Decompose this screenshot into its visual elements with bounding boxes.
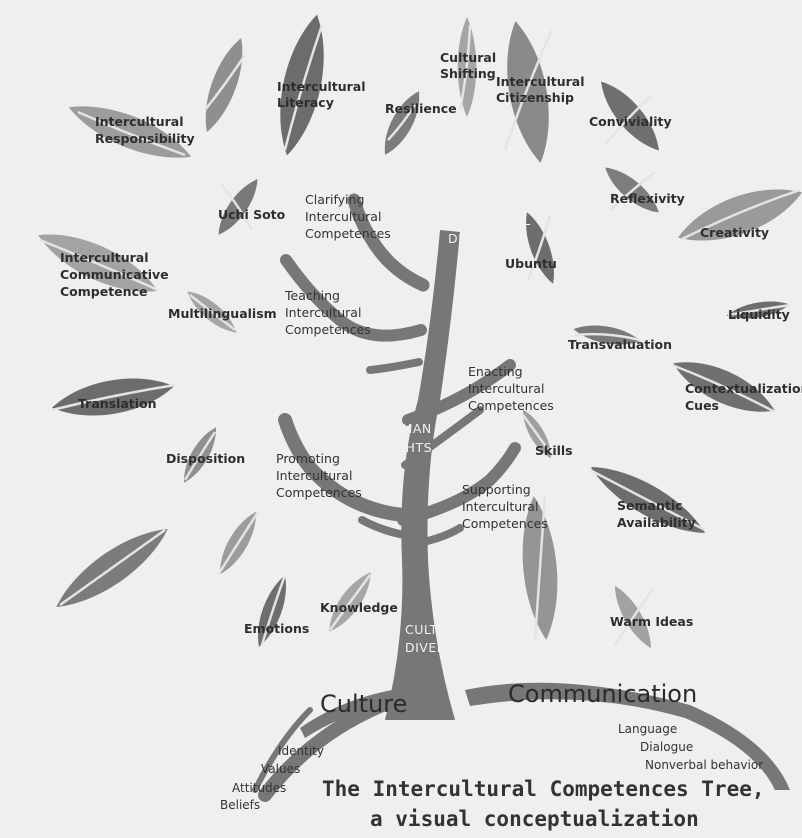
leaf-label-contextualization-cues: Cues [685, 398, 719, 413]
leaf-label-intercultural-literacy: Literacy [277, 95, 334, 110]
leaf-label-creativity: Creativity [700, 225, 769, 240]
leaf-label-warm-ideas: Warm Ideas [610, 614, 693, 629]
leaf-label-skills: Skills [535, 443, 573, 458]
title-line-1: The Intercultural Competences Tree, [322, 777, 765, 801]
leaf-label-cultural-shifting: Cultural [440, 50, 496, 65]
leaf-label-disposition: Disposition [166, 451, 245, 466]
branch-label-supporting: Competences [462, 516, 548, 531]
leaf-label-intercultural-responsibility: Intercultural [95, 114, 184, 129]
leaf-label-semantic-availability: Semantic [617, 498, 683, 513]
leaf-label-intercultural-responsibility: Responsibility [95, 131, 195, 146]
leaf-label-emotions: Emotions [244, 621, 309, 636]
trunk-label-diversity-2: DIVERSITY [405, 640, 475, 655]
root-item-beliefs: Beliefs [220, 798, 260, 812]
root-item-values: Values [261, 762, 300, 776]
branch-label-clarifying: Competences [305, 226, 391, 241]
leaf-label-transvaluation: Transvaluation [568, 337, 672, 352]
branch-label-clarifying: Clarifying [305, 192, 364, 207]
leaf-label-ubuntu: Ubuntu [505, 256, 557, 271]
leaf-label-liquidity: Liquidity [728, 307, 790, 322]
leaf-label-cultural-shifting: Shifting [440, 66, 496, 81]
trunk-label-dialogue-1: INTERCULTURAL [424, 213, 531, 228]
trunk-label-dialogue-2: DIALOGUE [448, 231, 517, 246]
leaf-label-intercultural-communicative-competence: Competence [60, 284, 147, 299]
branch-label-enacting: Enacting [468, 364, 523, 379]
leaf-label-reflexivity: Reflexivity [610, 191, 685, 206]
trunk-label-diversity-1: CULTURAL [405, 622, 473, 637]
leaf-label-uchi-soto: Uchi Soto [218, 207, 286, 222]
branch-label-teaching: Intercultural [285, 305, 361, 320]
diagram-title: The Intercultural Competences Tree, a vi… [322, 777, 765, 831]
root-label-communication: Communication [508, 680, 697, 708]
trunk-label-rights-1: HUMAN [382, 421, 432, 436]
root-item-identity: Identity [278, 744, 324, 758]
leaf-label-contextualization-cues: Contextualization [685, 381, 802, 396]
root-item-language: Language [618, 722, 677, 736]
branch-label-promoting: Promoting [276, 451, 340, 466]
leaf-label-intercultural-communicative-competence: Intercultural [60, 250, 149, 265]
branch-label-enacting: Competences [468, 398, 554, 413]
root-item-attitudes: Attitudes [232, 781, 286, 795]
branch-label-supporting: Intercultural [462, 499, 538, 514]
leaf-label-intercultural-citizenship: Intercultural [496, 74, 585, 89]
leaf-label-multilingualism: Multilingualism [168, 306, 277, 321]
branch-label-teaching: Competences [285, 322, 371, 337]
leaf-label-semantic-availability: Availability [617, 515, 696, 530]
root-item-nonverbal: Nonverbal behavior [645, 758, 763, 772]
leaf-label-intercultural-communicative-competence: Communicative [60, 267, 169, 282]
branch-label-teaching: Teaching [284, 288, 340, 303]
trunk-label-rights-2: RIGHTS [382, 440, 432, 455]
branch-label-promoting: Intercultural [276, 468, 352, 483]
leaf-label-intercultural-citizenship: Citizenship [496, 90, 574, 105]
root-item-dialogue: Dialogue [640, 740, 693, 754]
leaf-label-conviviality: Conviviality [589, 114, 672, 129]
leaf-label-resilience: Resilience [385, 101, 457, 116]
leaf-label-knowledge: Knowledge [320, 600, 398, 615]
leaf-label-translation: Translation [78, 396, 157, 411]
branch-label-promoting: Competences [276, 485, 362, 500]
branch-label-clarifying: Intercultural [305, 209, 381, 224]
branch-label-supporting: Supporting [462, 482, 531, 497]
title-line-2: a visual conceptualization [370, 807, 699, 831]
branch-label-enacting: Intercultural [468, 381, 544, 396]
leaf-label-intercultural-literacy: Intercultural [277, 79, 366, 94]
root-label-culture: Culture [320, 690, 407, 718]
